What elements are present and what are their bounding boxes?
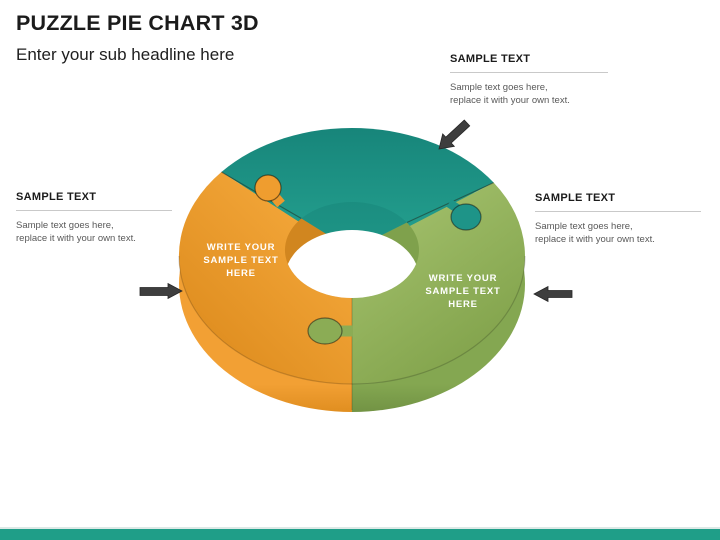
- hole-opening: [287, 229, 417, 299]
- pointer-arrows: [139, 119, 573, 303]
- callout-left: SAMPLE TEXT Sample text goes here, repla…: [16, 191, 172, 246]
- pie-text-line: SAMPLE TEXT: [203, 255, 278, 266]
- callout-heading: SAMPLE TEXT: [450, 53, 531, 65]
- pie-text-line: HERE: [448, 299, 478, 310]
- arrow-down-left-icon: [438, 119, 471, 150]
- callout-body-line: Sample text goes here,: [450, 82, 548, 93]
- callout-divider: [16, 210, 172, 211]
- pie-segment-right-green: [352, 182, 525, 384]
- pie-text-right: WRITE YOUR SAMPLE TEXT HERE: [425, 273, 500, 310]
- callout-body-line: Sample text goes here,: [535, 221, 633, 232]
- pie-text-line: HERE: [226, 268, 256, 279]
- callout-heading: SAMPLE TEXT: [535, 192, 616, 204]
- footer-accent-bar: [0, 529, 720, 540]
- callout-body-line: replace it with your own text.: [16, 232, 136, 244]
- pie-text-line: SAMPLE TEXT: [425, 286, 500, 297]
- callout-heading: SAMPLE TEXT: [16, 191, 97, 203]
- pie-text-left: WRITE YOUR SAMPLE TEXT HERE: [203, 242, 278, 279]
- page-subtitle: Enter your sub headline here: [16, 45, 235, 64]
- callout-body: Sample text goes here, replace it with y…: [535, 221, 701, 247]
- pie-text-line: WRITE YOUR: [207, 242, 276, 253]
- callout-body-line: replace it with your own text.: [535, 233, 655, 245]
- callout-divider: [450, 72, 608, 73]
- arrow-right-icon: [139, 282, 183, 300]
- callout-divider: [535, 211, 701, 212]
- callout-body: Sample text goes here, replace it with y…: [450, 82, 608, 108]
- green-puzzle-knob: [307, 317, 343, 345]
- page-title: PUZZLE PIE CHART 3D: [16, 11, 259, 35]
- callout-body-line: replace it with your own text.: [450, 94, 570, 106]
- callout-top-right: SAMPLE TEXT Sample text goes here, repla…: [450, 53, 608, 108]
- callout-body-line: Sample text goes here,: [16, 220, 114, 231]
- pie-segment-top-teal: [221, 127, 494, 256]
- hole-wall-teal: [301, 201, 407, 250]
- arrow-left-icon: [533, 285, 573, 303]
- callout-body: Sample text goes here, replace it with y…: [16, 220, 172, 246]
- puzzle-knobs: [254, 174, 482, 345]
- pie-rim-shadow: [178, 255, 526, 385]
- footer-divider-line: [0, 527, 720, 529]
- orange-puzzle-knob: [254, 174, 282, 202]
- callout-right: SAMPLE TEXT Sample text goes here, repla…: [535, 192, 701, 247]
- pie-text-line: WRITE YOUR: [429, 273, 498, 284]
- teal-puzzle-knob: [450, 203, 482, 231]
- donut-hole: [284, 201, 419, 299]
